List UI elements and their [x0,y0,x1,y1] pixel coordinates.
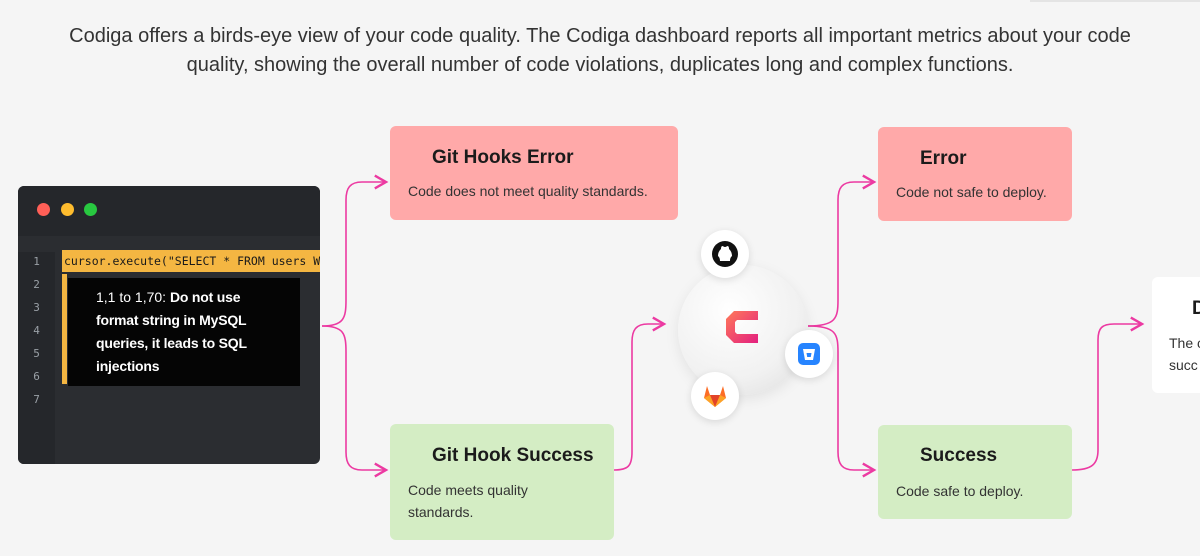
connector-editor-success [321,325,389,478]
violation-marker [62,274,67,384]
violation-message: queries, it leads to SQL [96,335,247,351]
card-description: Code meets quality standards. [408,479,528,523]
codiga-logo-icon [726,311,758,343]
intro-line-1: Codiga offers a birds-eye view of your c… [69,25,1131,47]
violation-message: injections [96,358,160,374]
line-number: 3 [33,301,40,314]
card-title: Git Hook Success [432,445,594,466]
card-title: Error [920,148,967,169]
success-card: Success Code safe to deploy. [878,425,1072,519]
violation-message: format string in MySQL [96,312,247,328]
violation-message: Do not use [169,289,241,305]
card-title: D [1192,298,1200,319]
card-title: Git Hooks Error [432,147,574,168]
connector-hub-success [807,325,877,478]
line-number: 1 [33,255,40,268]
codiga-hub [678,265,808,395]
connector-editor-error [321,174,389,327]
card-description-line: The c [1169,335,1200,351]
connector-success-hub [613,316,667,471]
line-number: 2 [33,278,40,291]
git-hook-success-card: Git Hook Success Code meets quality stan… [390,424,614,540]
line-number: 7 [33,393,40,406]
card-description-line: succ [1169,357,1198,373]
window-maximize-dot [84,203,97,216]
violation-tooltip: 1,1 to 1,70: Do not use format string in… [68,278,300,386]
git-hooks-error-card: Git Hooks Error Code does not meet quali… [390,126,678,220]
card-description: The c succ [1169,332,1200,376]
card-title: Success [920,445,998,466]
error-card: Error Code not safe to deploy. [878,127,1072,221]
intro-text: Codiga offers a birds-eye view of your c… [40,22,1160,80]
card-description: Code does not meet quality standards. [408,183,648,199]
highlighted-code-line: cursor.execute("SELECT * FROM users W [62,250,320,272]
card-description-line: standards. [408,504,474,520]
gitlab-icon [704,386,726,407]
window-close-dot [37,203,50,216]
card-description-line: Code meets quality [408,482,528,498]
intro-line-2: quality, showing the overall number of c… [186,54,1014,76]
github-icon [712,241,738,267]
connector-hub-error [807,174,877,327]
card-description: Code not safe to deploy. [896,184,1047,200]
bitbucket-icon [798,343,820,365]
deploy-card: D The c succ [1152,277,1200,393]
line-number: 4 [33,324,40,337]
line-number-gutter [18,252,55,464]
top-divider [1030,0,1200,2]
code-editor-window: 1 2 3 4 5 6 7 cursor.execute("SELECT * F… [18,186,320,464]
window-minimize-dot [61,203,74,216]
violation-range: 1,1 to 1,70: [96,289,170,305]
card-description: Code safe to deploy. [896,483,1024,499]
line-number: 5 [33,347,40,360]
line-number: 6 [33,370,40,383]
connector-success-next [1071,316,1145,471]
